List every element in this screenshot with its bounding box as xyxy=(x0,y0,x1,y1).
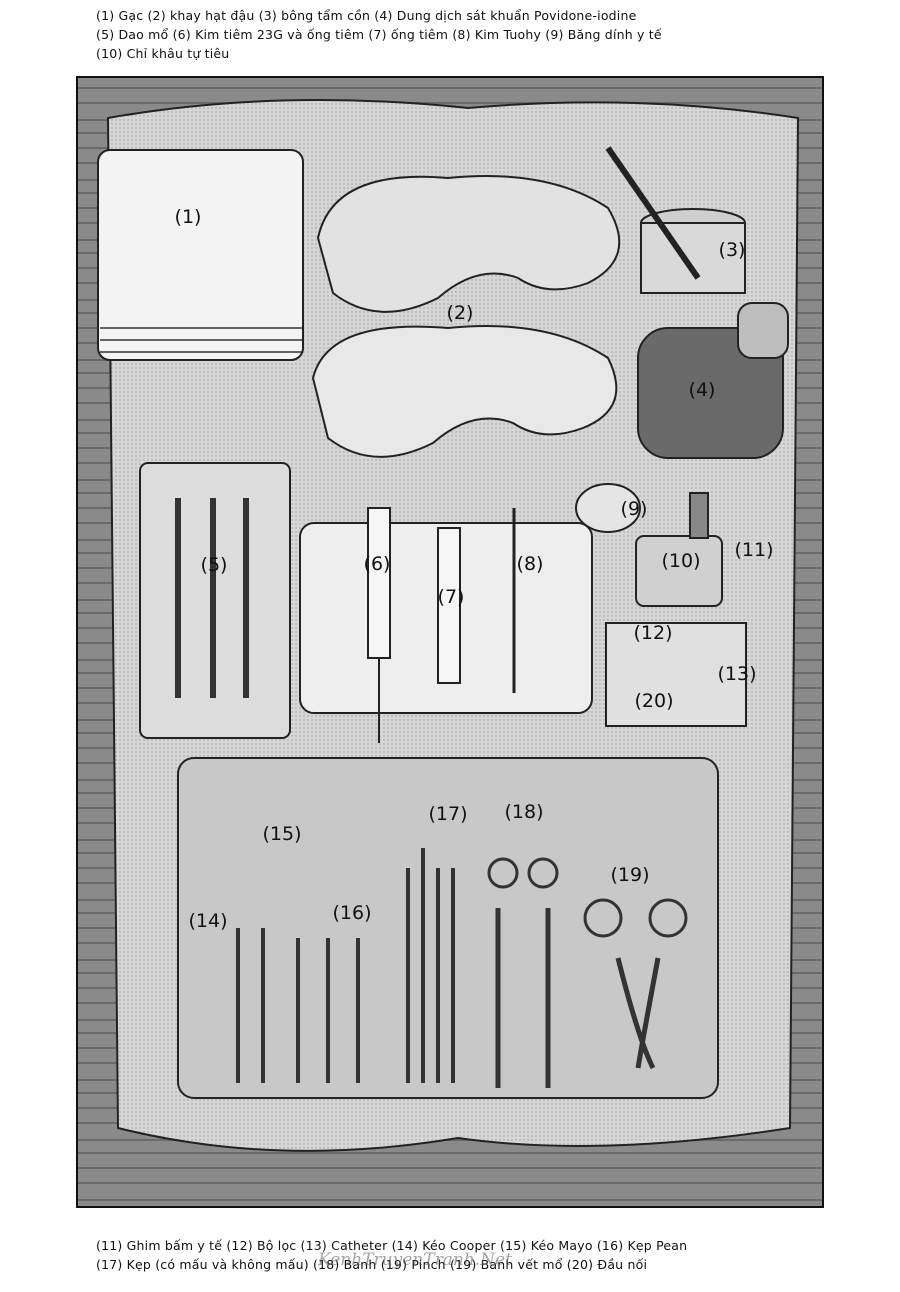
label-retractor: (18) xyxy=(504,801,544,823)
label-forceps: (17) xyxy=(428,803,468,825)
label-gauze: (1) xyxy=(174,206,202,228)
watermark: KenhTruyenTranh.Net xyxy=(318,1250,512,1270)
label-tuohy-needle: (8) xyxy=(516,553,544,575)
label-catheter: (13) xyxy=(717,663,757,685)
povidone-bottle xyxy=(637,302,789,459)
surgical-tools-illustration xyxy=(78,78,822,1206)
label-connector: (20) xyxy=(634,690,674,712)
top-caption-line-1: (1) Gạc (2) khay hạt đậu (3) bông tẩm cồ… xyxy=(96,8,637,23)
label-povidone: (4) xyxy=(688,379,716,401)
top-caption: (1) Gạc (2) khay hạt đậu (3) bông tẩm cồ… xyxy=(96,6,662,63)
bottom-caption-line-1: (11) Ghim bấm y tế (12) Bộ lọc (13) Cath… xyxy=(96,1238,688,1253)
label-alcohol-swab: (3) xyxy=(718,239,746,261)
label-syringe: (7) xyxy=(437,586,465,608)
bottom-caption: (11) Ghim bấm y tế (12) Bộ lọc (13) Cath… xyxy=(96,1236,687,1274)
tape-and-accessories xyxy=(575,483,747,727)
label-stapler: (11) xyxy=(734,539,774,561)
top-caption-line-3: (10) Chỉ khâu tự tiêu xyxy=(96,46,230,61)
label-kidney-tray: (2) xyxy=(446,302,474,324)
alcohol-swab-cup xyxy=(605,146,746,294)
label-cooper-scissors: (14) xyxy=(188,910,228,932)
label-filter: (12) xyxy=(633,622,673,644)
top-caption-line-2: (5) Dao mổ (6) Kim tiêm 23G và ống tiêm … xyxy=(96,27,662,42)
instrument-tray xyxy=(177,757,719,1099)
label-mayo-scissors: (15) xyxy=(262,823,302,845)
label-needle-syringe: (6) xyxy=(363,553,391,575)
label-medical-tape: (9) xyxy=(620,498,648,520)
label-suture: (10) xyxy=(661,550,701,572)
label-scalpel: (5) xyxy=(200,554,228,576)
scalpel-tray xyxy=(139,462,291,739)
syringe-cloth xyxy=(299,507,593,743)
illustration-panel: (1) (2) (3) (4) (5) (6) (7) (8) (9) (10)… xyxy=(76,76,824,1208)
gauze-stack xyxy=(97,149,304,361)
bottom-caption-line-2: (17) Kẹp (có mấu và không mấu) (18) Banh… xyxy=(96,1257,648,1272)
label-wound-retractor: (19) xyxy=(610,864,650,886)
label-pean-clamp: (16) xyxy=(332,902,372,924)
kidney-trays xyxy=(311,175,621,458)
